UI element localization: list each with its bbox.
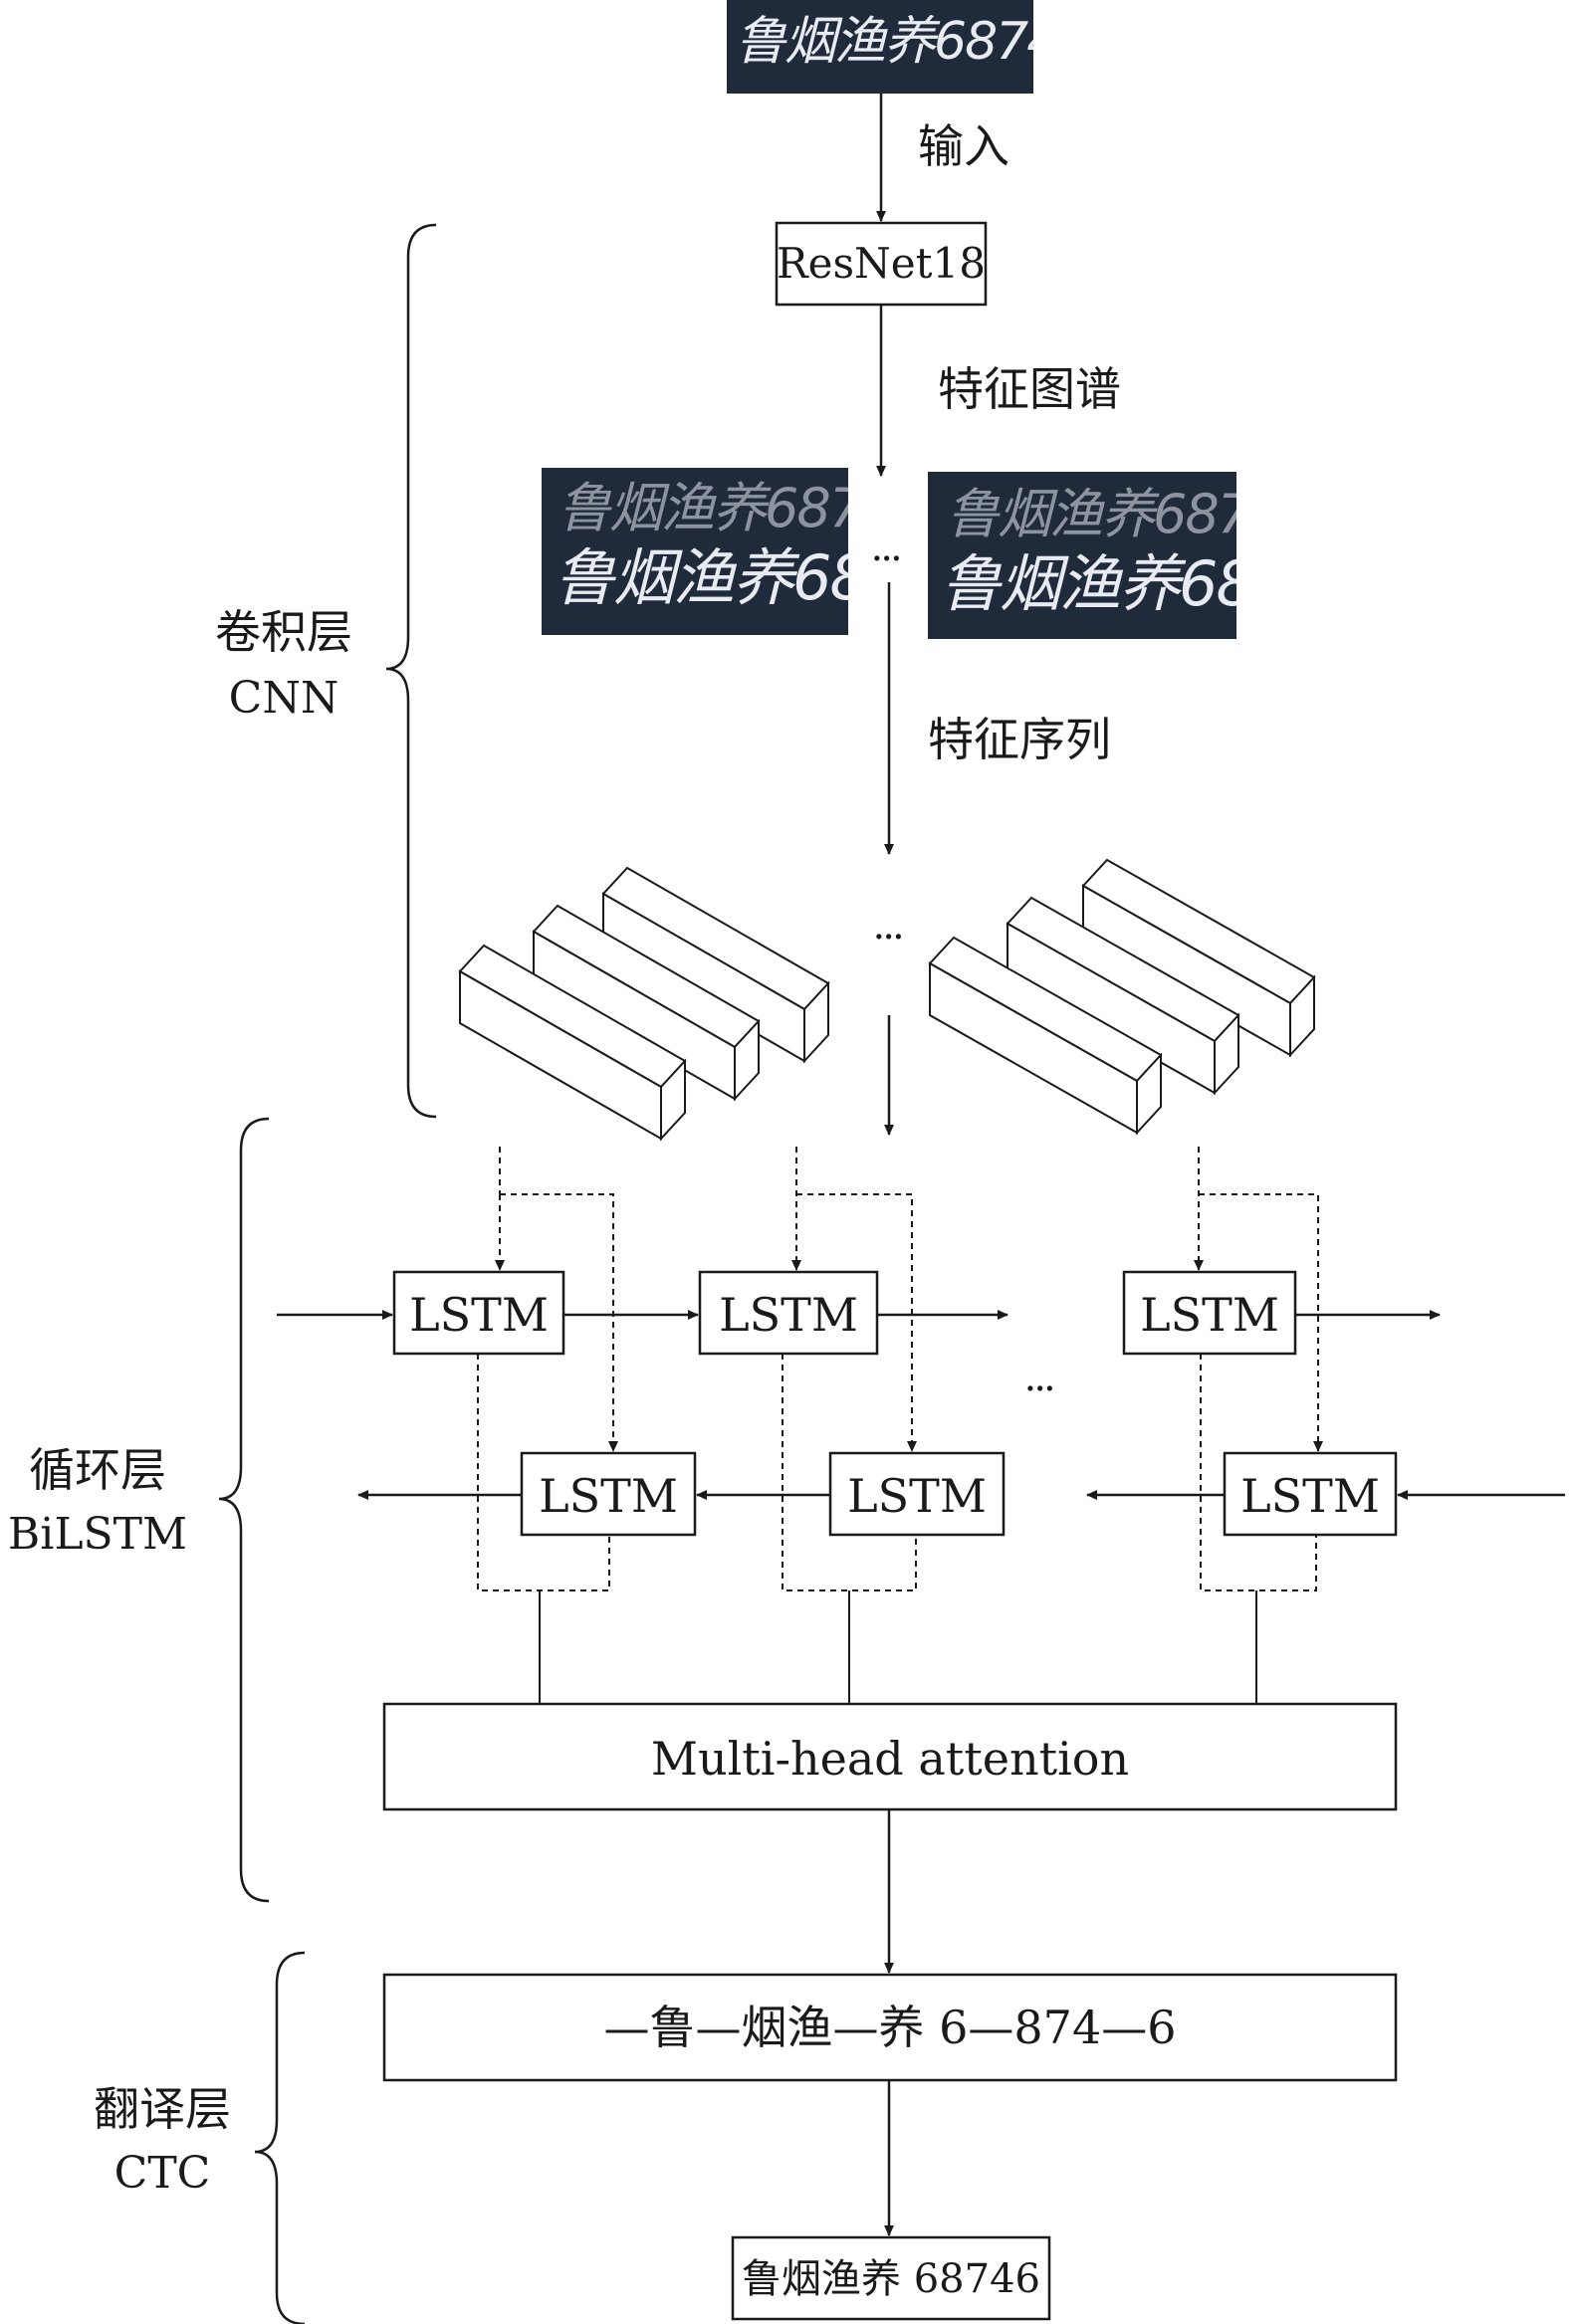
attention-inputs: [539, 1590, 1257, 1704]
output-label: 鲁烟渔养 68746: [742, 2256, 1040, 2302]
attention-box: [382, 1702, 1398, 1811]
bilstm-ellipsis: ...: [1025, 1365, 1055, 1397]
forward-lstm-box: [698, 1270, 879, 1356]
ctc-brace: [254, 1951, 306, 2324]
forward-lstm-label: LSTM: [409, 1288, 549, 1342]
forward-lstm-box: [392, 1270, 565, 1356]
feature-map-ellipsis: ...: [872, 534, 902, 567]
ctc-sequence-label: —鲁—烟渔—养 6—874—6: [603, 2001, 1177, 2054]
feature-sequence-bars-left: [458, 866, 830, 1142]
sequence-ellipsis: ...: [874, 913, 904, 946]
backward-lstm-box: [828, 1451, 1006, 1537]
dashed-input-connectors: [500, 1147, 1323, 1452]
resnet-box: [775, 221, 988, 307]
feature-sequence-bars-right: [928, 858, 1316, 1136]
sequence-bar: [532, 904, 761, 1102]
cnn-brace: [385, 223, 437, 1119]
sequence-bar: [1006, 896, 1240, 1096]
feature-map-arrow-label: 特征图谱: [938, 362, 1121, 416]
cnn-bracket-label-en: CNN: [228, 673, 339, 724]
lstm-boxes: [392, 1270, 1398, 1537]
input-arrow-label: 输入: [918, 119, 1009, 173]
backward-lstm-label: LSTM: [847, 1469, 987, 1523]
backward-lstm-box: [1223, 1451, 1398, 1537]
cnn-bracket-label-zh: 卷积层: [215, 605, 352, 659]
bilstm-bracket-label-en: BiLSTM: [7, 1509, 188, 1560]
output-box: [731, 2235, 1051, 2321]
bilstm-brace: [218, 1117, 270, 1903]
ctc-bracket-label-en: CTC: [113, 2148, 211, 2199]
dashed-output-loops: [477, 1354, 1317, 1591]
attention-label: Multi-head attention: [650, 1732, 1130, 1786]
feature-sequence-arrow-label: 特征序列: [928, 713, 1111, 766]
forward-lstm-label: LSTM: [719, 1288, 858, 1342]
sequence-bar: [1081, 858, 1316, 1058]
bilstm-bracket-label-zh: 循环层: [29, 1443, 166, 1497]
resnet-label: ResNet18: [777, 239, 986, 288]
forward-lstm-box: [1122, 1270, 1297, 1356]
forward-lstm-label: LSTM: [1140, 1288, 1279, 1342]
ctc-bracket-label-zh: 翻译层: [94, 2082, 231, 2136]
backward-lstm-box: [520, 1451, 697, 1537]
backward-lstm-label: LSTM: [539, 1469, 678, 1523]
sequence-bar: [928, 936, 1163, 1136]
sequence-bar: [458, 944, 687, 1142]
backward-lstm-label: LSTM: [1240, 1469, 1380, 1523]
ctc-sequence-box: [382, 1973, 1398, 2082]
